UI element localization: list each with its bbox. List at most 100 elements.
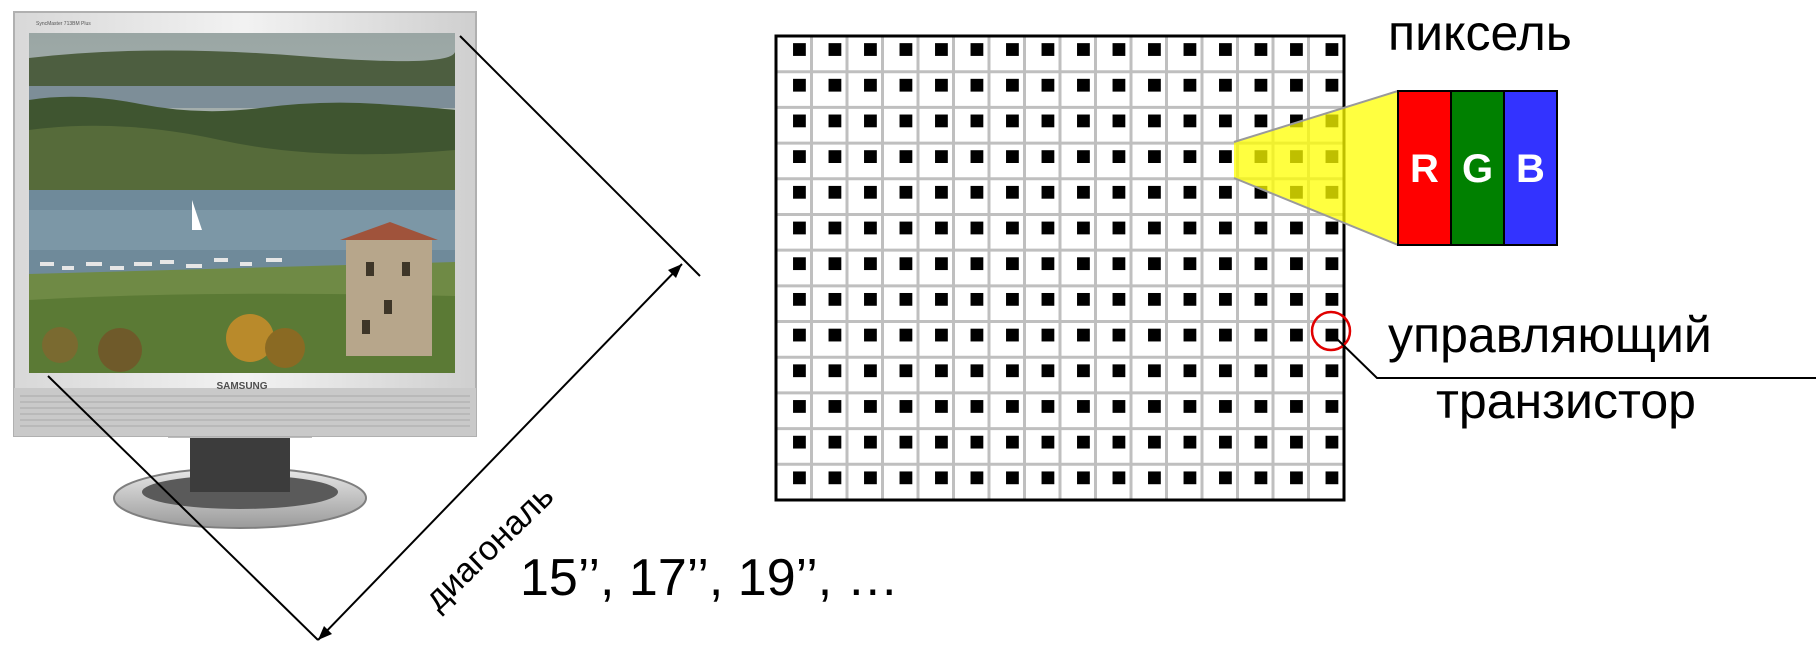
transistor-square bbox=[1113, 329, 1126, 342]
transistor-square bbox=[971, 257, 984, 270]
transistor-square bbox=[1042, 79, 1055, 92]
transistor-square bbox=[971, 436, 984, 449]
transistor-square bbox=[829, 186, 842, 199]
transistor-square bbox=[1326, 79, 1339, 92]
transistor-square bbox=[1326, 293, 1339, 306]
transistor-square bbox=[1219, 436, 1232, 449]
transistor-square bbox=[1219, 115, 1232, 128]
transistor-square bbox=[864, 329, 877, 342]
transistor-square bbox=[1113, 186, 1126, 199]
transistor-square bbox=[1290, 364, 1303, 377]
transistor-square bbox=[971, 329, 984, 342]
transistor-square bbox=[1184, 293, 1197, 306]
transistor-square bbox=[793, 364, 806, 377]
transistor-square bbox=[1113, 150, 1126, 163]
transistor-square bbox=[1006, 471, 1019, 484]
transistor-square bbox=[1042, 293, 1055, 306]
transistor-square bbox=[1255, 222, 1268, 235]
transistor-square bbox=[1148, 293, 1161, 306]
transistor-square bbox=[1290, 79, 1303, 92]
transistor-square bbox=[1255, 471, 1268, 484]
transistor-square bbox=[1042, 400, 1055, 413]
transistor-square bbox=[864, 400, 877, 413]
transistor-square bbox=[900, 79, 913, 92]
transistor-square bbox=[935, 186, 948, 199]
transistor-square bbox=[1077, 364, 1090, 377]
transistor-square bbox=[1077, 471, 1090, 484]
transistor-square bbox=[1042, 329, 1055, 342]
transistor-square bbox=[793, 471, 806, 484]
transistor-square bbox=[1219, 222, 1232, 235]
transistor-square bbox=[864, 43, 877, 56]
transistor-square bbox=[1184, 436, 1197, 449]
transistor-square bbox=[971, 293, 984, 306]
transistor-square bbox=[1006, 329, 1019, 342]
transistor-square bbox=[1006, 222, 1019, 235]
transistor-square bbox=[1290, 293, 1303, 306]
transistor-square bbox=[971, 115, 984, 128]
transistor-square bbox=[900, 293, 913, 306]
transistor-square bbox=[1042, 364, 1055, 377]
transistor-square bbox=[900, 436, 913, 449]
transistor-square bbox=[1184, 400, 1197, 413]
transistor-square bbox=[1184, 257, 1197, 270]
transistor-square bbox=[793, 150, 806, 163]
transistor-square bbox=[829, 364, 842, 377]
transistor-square bbox=[1290, 257, 1303, 270]
transistor-square bbox=[793, 257, 806, 270]
transistor-square bbox=[900, 471, 913, 484]
transistor-square bbox=[864, 293, 877, 306]
transistor-square bbox=[1042, 186, 1055, 199]
transistor-square bbox=[1042, 222, 1055, 235]
transistor-square bbox=[1326, 471, 1339, 484]
transistor-square bbox=[1219, 79, 1232, 92]
transistor-square bbox=[1148, 400, 1161, 413]
transistor-square bbox=[1255, 329, 1268, 342]
transistor-square bbox=[1148, 257, 1161, 270]
transistor-square bbox=[900, 222, 913, 235]
transistor-square bbox=[935, 115, 948, 128]
transistor-square bbox=[1042, 257, 1055, 270]
transistor-square bbox=[829, 115, 842, 128]
transistor-square bbox=[1290, 329, 1303, 342]
transistor-square bbox=[900, 115, 913, 128]
transistor-square bbox=[829, 257, 842, 270]
transistor-square bbox=[1290, 43, 1303, 56]
transistor-square bbox=[829, 222, 842, 235]
transistor-square bbox=[935, 43, 948, 56]
transistor-square bbox=[1077, 222, 1090, 235]
transistor-square bbox=[793, 436, 806, 449]
transistor-square bbox=[793, 79, 806, 92]
transistor-square bbox=[1326, 436, 1339, 449]
transistor-square bbox=[1219, 329, 1232, 342]
transistor-square bbox=[864, 364, 877, 377]
transistor-square bbox=[935, 329, 948, 342]
transistor-square bbox=[1148, 186, 1161, 199]
transistor-square bbox=[935, 257, 948, 270]
transistor-square bbox=[864, 222, 877, 235]
transistor-square bbox=[1184, 150, 1197, 163]
transistor-square bbox=[864, 79, 877, 92]
transistor-square bbox=[900, 400, 913, 413]
transistor-square bbox=[900, 186, 913, 199]
transistor-square bbox=[1006, 150, 1019, 163]
transistor-square bbox=[1148, 115, 1161, 128]
transistor-square bbox=[1326, 222, 1339, 235]
transistor-square bbox=[935, 400, 948, 413]
transistor-square bbox=[1006, 79, 1019, 92]
transistor-square bbox=[1219, 400, 1232, 413]
diagonal-sizes: 15’’, 17’’, 19’’, … bbox=[520, 548, 899, 608]
transistor-square bbox=[935, 436, 948, 449]
transistor-square bbox=[1113, 471, 1126, 484]
transistor-square bbox=[935, 364, 948, 377]
transistor-square bbox=[971, 222, 984, 235]
transistor-square bbox=[935, 79, 948, 92]
transistor-square bbox=[1077, 150, 1090, 163]
transistor-square bbox=[971, 43, 984, 56]
transistor-square bbox=[900, 364, 913, 377]
transistor-square bbox=[1148, 222, 1161, 235]
transistor-square bbox=[1255, 436, 1268, 449]
transistor-square bbox=[1219, 186, 1232, 199]
transistor-square bbox=[1113, 400, 1126, 413]
transistor-square bbox=[1255, 79, 1268, 92]
